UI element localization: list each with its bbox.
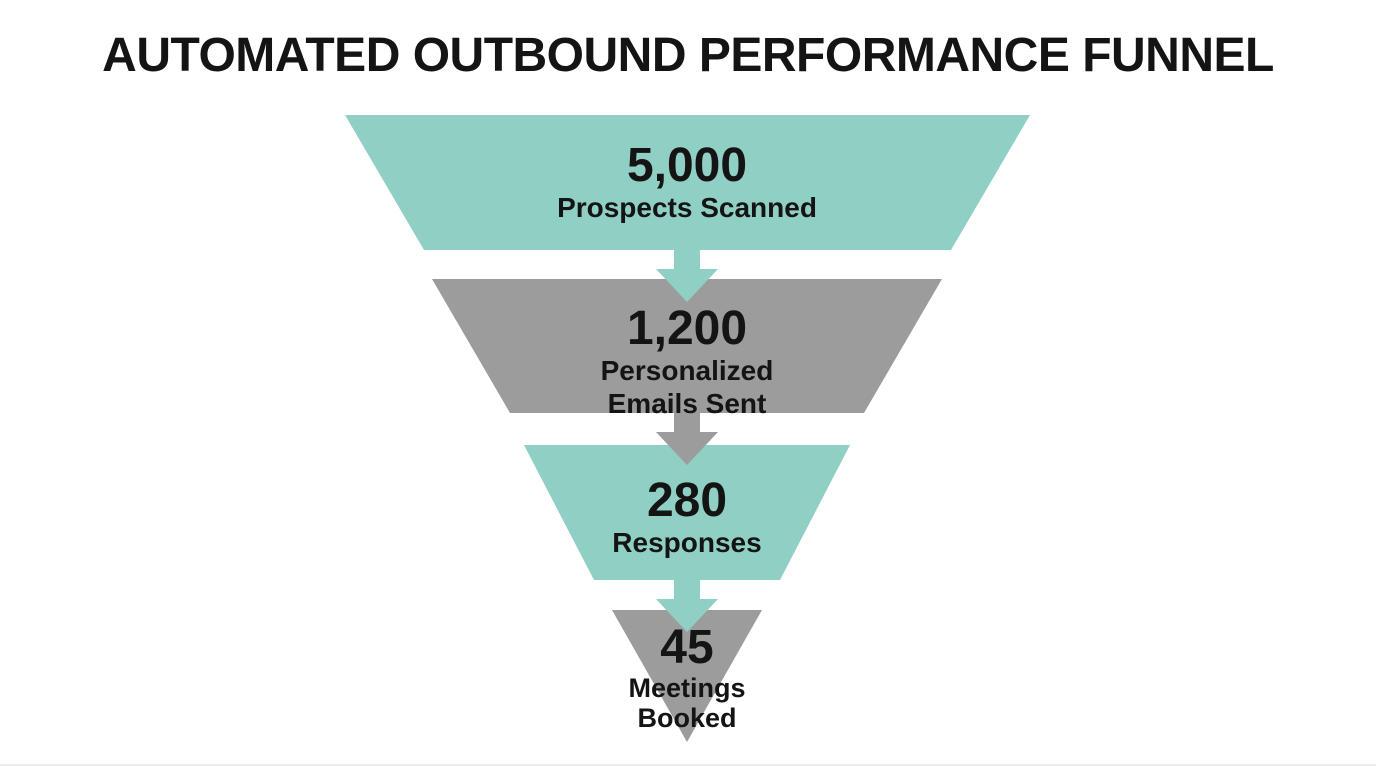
stage-2-text: 1,200 Personalized Emails Sent xyxy=(387,304,987,420)
stage-2-value: 1,200 xyxy=(626,302,748,355)
stage-1-text: 5,000 Prospects Scanned xyxy=(387,141,987,224)
stage-3-value: 280 xyxy=(646,474,728,527)
stage-4-label: Meetings xyxy=(628,673,746,703)
bottom-edge-line xyxy=(0,764,1376,766)
stage-3-label: Responses xyxy=(612,527,762,558)
arrow-down-icon xyxy=(656,409,718,465)
funnel-stage-4-shape xyxy=(612,610,762,742)
stage-1-value: 5,000 xyxy=(626,139,748,192)
stage-2-label: Emails Sent xyxy=(607,388,767,419)
page-title: AUTOMATED OUTBOUND PERFORMANCE FUNNEL xyxy=(102,29,1274,82)
stage-4-text: 45 Meetings Booked xyxy=(387,621,987,734)
stage-4-label: Booked xyxy=(637,703,737,733)
funnel-stage-1-shape xyxy=(345,115,1030,250)
arrow-down-icon xyxy=(656,576,718,632)
arrow-down-icon xyxy=(656,246,718,302)
stage-3-text: 280 Responses xyxy=(387,476,987,559)
funnel-stage-3-shape xyxy=(524,445,850,580)
stage-4-value: 45 xyxy=(660,621,714,674)
stage-1-label: Prospects Scanned xyxy=(557,192,817,223)
stage-2-label: Personalized xyxy=(600,355,774,386)
funnel-stage-2-shape xyxy=(432,279,942,413)
